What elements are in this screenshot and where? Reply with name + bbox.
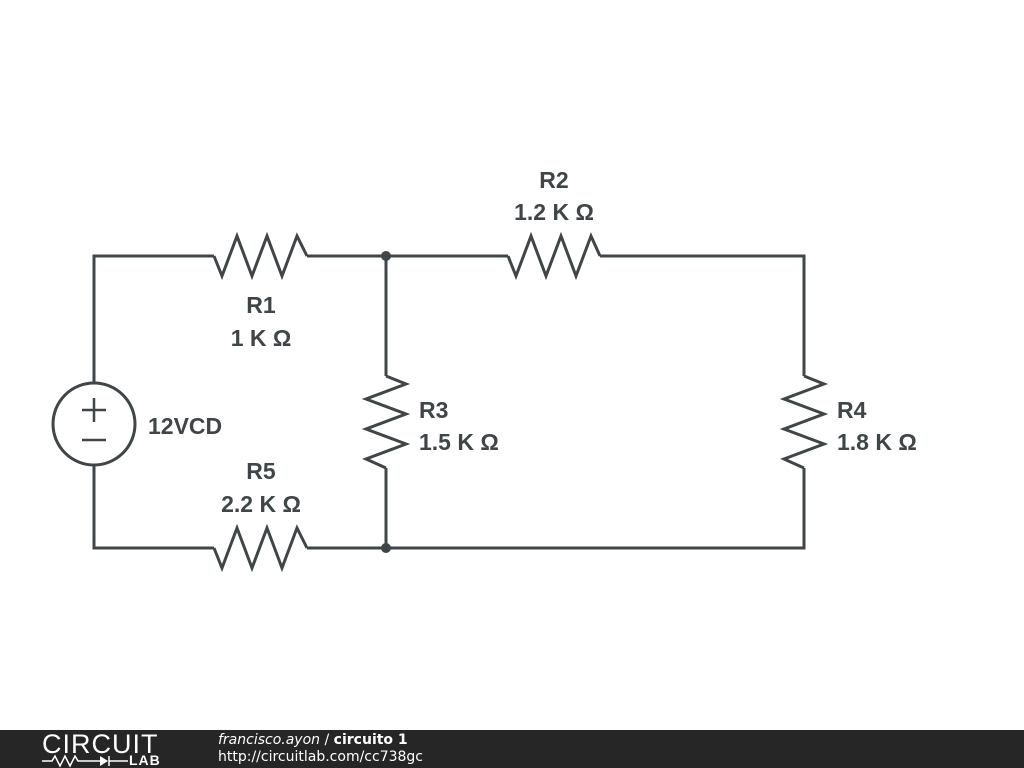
logo-circuit-symbol-icon: [42, 754, 128, 768]
resistor-r3: [361, 374, 411, 470]
logo-wordmark-top: CIRCUIT: [42, 729, 159, 759]
r5-name-label: R5: [246, 458, 276, 484]
resistor-r5: [212, 523, 309, 573]
author-title-line: francisco.ayon / circuito 1: [218, 732, 423, 749]
resistor-r1: [212, 231, 309, 281]
r2-value-label: 1.2 K Ω: [514, 199, 594, 225]
wires: [92, 254, 806, 550]
r4-value-label: 1.8 K Ω: [837, 429, 917, 455]
circuit-meta: francisco.ayon / circuito 1 http://circu…: [218, 732, 423, 766]
wire-r4-to-node-bottom: [386, 468, 806, 550]
voltage-source-circle: [51, 381, 137, 467]
r5-value-label: 2.2 K Ω: [221, 491, 301, 517]
source-label: 12VCD: [148, 413, 222, 439]
r3-value-label: 1.5 K Ω: [419, 429, 499, 455]
r2-name-label: R2: [539, 167, 568, 193]
r4-name-label: R4: [837, 397, 867, 423]
junction-node-bottom: [381, 543, 391, 553]
circuit-url-link[interactable]: http://circuitlab.com/cc738gc: [218, 749, 423, 765]
r1-name-label: R1: [246, 292, 276, 318]
circuitlab-logo[interactable]: CIRCUIT LAB: [42, 730, 177, 768]
voltage-source: [51, 381, 137, 467]
r1-value-label: 1 K Ω: [231, 325, 292, 351]
wire-source-to-r1: [92, 254, 214, 383]
logo-wordmark-bottom: LAB: [129, 752, 161, 768]
junction-node-top: [381, 251, 391, 261]
circuit-schematic: 12VCD R1 1 K Ω R2 1.2 K Ω R3 1.5 K Ω R4 …: [51, 167, 917, 573]
footer-bar: CIRCUIT LAB francisco.ayon / circuito 1 …: [0, 730, 1024, 768]
author-title-separator: /: [320, 732, 334, 748]
resistor-r2: [506, 231, 602, 281]
author-link[interactable]: francisco.ayon: [218, 732, 321, 748]
wire-r5-to-source: [92, 465, 214, 550]
wire-r2-to-r4: [600, 254, 806, 376]
r3-name-label: R3: [419, 397, 448, 423]
resistor-r4: [779, 374, 829, 470]
circuit-title: circuito 1: [333, 732, 408, 748]
